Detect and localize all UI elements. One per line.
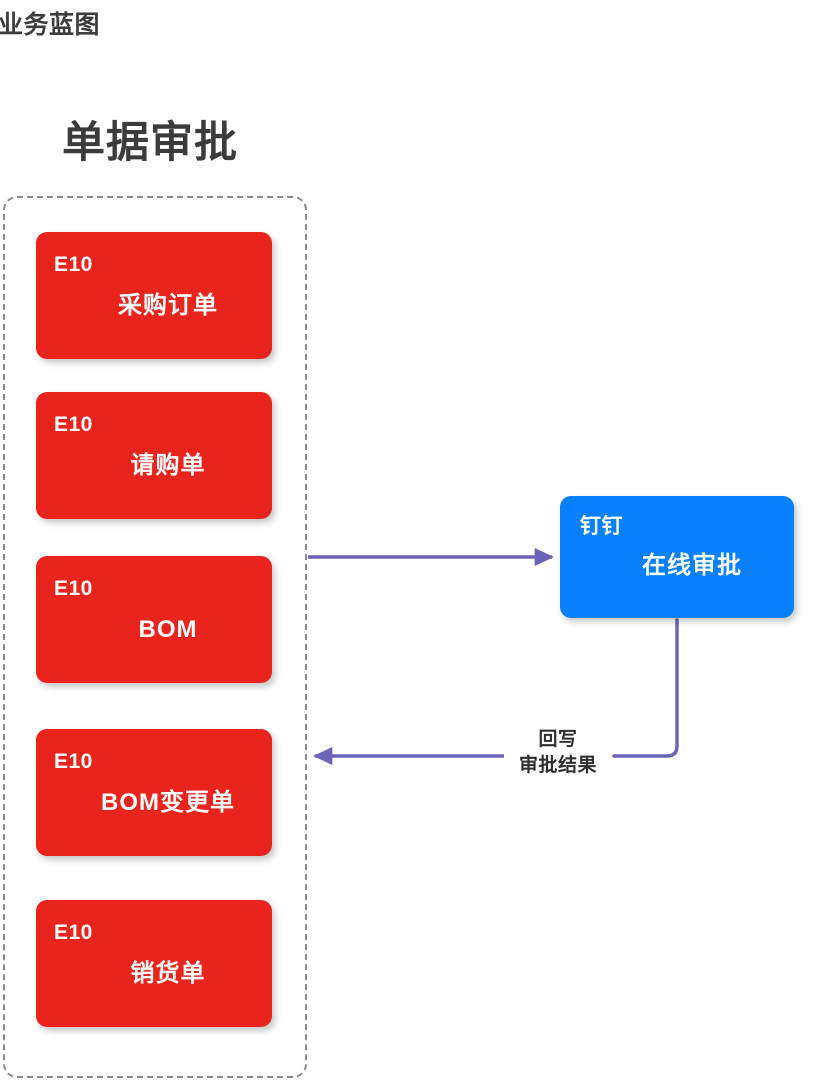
node-tag: E10 (54, 577, 93, 600)
writeback-edge-label-line1: 回写 (538, 729, 578, 750)
node-dingtalk[interactable]: 钉钉 在线审批 (560, 496, 794, 618)
document-group-container (3, 196, 307, 1078)
section-title: 单据审批 (62, 119, 238, 167)
node-label: BOM变更单 (101, 789, 235, 816)
node-tag: E10 (54, 921, 93, 944)
page-title: 业务蓝图 (0, 11, 101, 39)
node-purchase-requisition[interactable]: E10 请购单 (36, 392, 272, 519)
writeback-edge-label-line2: 审批结果 (518, 754, 597, 776)
node-purchase-order[interactable]: E10 采购订单 (36, 232, 272, 359)
writeback-edge-line-right (612, 618, 679, 758)
node-bom-change-order[interactable]: E10 BOM变更单 (36, 729, 272, 856)
node-label: 请购单 (130, 452, 206, 479)
node-label: 采购订单 (118, 292, 218, 319)
node-tag: 钉钉 (580, 515, 623, 538)
node-tag: E10 (54, 413, 93, 436)
node-sales-order[interactable]: E10 销货单 (36, 900, 272, 1027)
node-label: 在线审批 (642, 552, 742, 579)
node-tag: E10 (54, 253, 93, 276)
node-bom[interactable]: E10 BOM (36, 556, 272, 683)
node-tag: E10 (54, 750, 93, 773)
node-label: 销货单 (130, 960, 206, 987)
writeback-edge-label: 回写 审批结果 (504, 727, 612, 779)
node-label: BOM (138, 616, 198, 643)
